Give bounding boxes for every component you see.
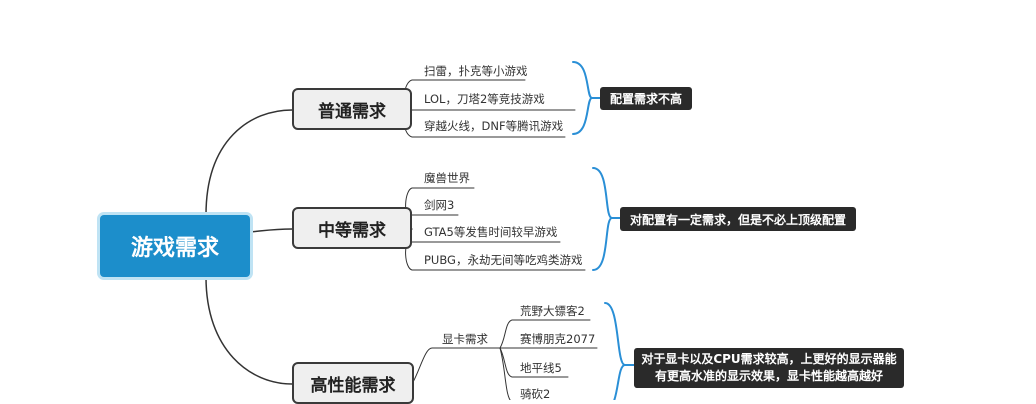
summary-medium[interactable]: 对配置有一定需求，但是不必上顶级配置 <box>620 207 857 231</box>
category-medium[interactable]: 中等需求 <box>292 207 412 249</box>
root-node[interactable]: 游戏需求 <box>100 215 250 277</box>
leaf-high-0[interactable]: 荒野大镖客2 <box>520 304 585 318</box>
leaf-normal-2[interactable]: 穿越火线，DNF等腾讯游戏 <box>424 119 564 133</box>
category-normal[interactable]: 普通需求 <box>292 88 412 130</box>
connector-root-medium <box>249 228 293 233</box>
summary-normal[interactable]: 配置需求不高 <box>600 87 693 110</box>
bracket-high <box>604 302 626 400</box>
leaf-high-2[interactable]: 地平线5 <box>520 361 562 375</box>
connector-root-normal <box>205 109 293 216</box>
category-high[interactable]: 高性能需求 <box>292 362 414 404</box>
connector-sub-0 <box>499 319 591 349</box>
leaf-medium-1[interactable]: 剑网3 <box>424 198 455 212</box>
leaf-normal-1[interactable]: LOL，刀塔2等竞技游戏 <box>424 92 545 106</box>
leaf-high-3[interactable]: 骑砍2 <box>520 387 551 401</box>
leaf-high-sub[interactable]: 显卡需求 <box>442 332 488 346</box>
connector-high-sub <box>411 347 501 385</box>
leaf-medium-3[interactable]: PUBG，永劫无间等吃鸡类游戏 <box>424 253 583 267</box>
leaf-medium-0[interactable]: 魔兽世界 <box>424 171 470 185</box>
leaf-high-1[interactable]: 赛博朋克2077 <box>520 332 596 346</box>
connector-sub-2 <box>499 347 569 378</box>
bracket-normal <box>572 61 593 135</box>
connector-root-high <box>205 276 293 385</box>
connector-sub-3 <box>499 347 511 400</box>
leaf-normal-0[interactable]: 扫雷，扑克等小游戏 <box>424 64 528 78</box>
summary-high[interactable]: 对于显卡以及CPU需求较高，上更好的显示器能有更高水准的显示效果，显卡性能越高越… <box>634 348 904 388</box>
bracket-medium <box>592 167 613 271</box>
leaf-medium-2[interactable]: GTA5等发售时间较早游戏 <box>424 225 558 239</box>
